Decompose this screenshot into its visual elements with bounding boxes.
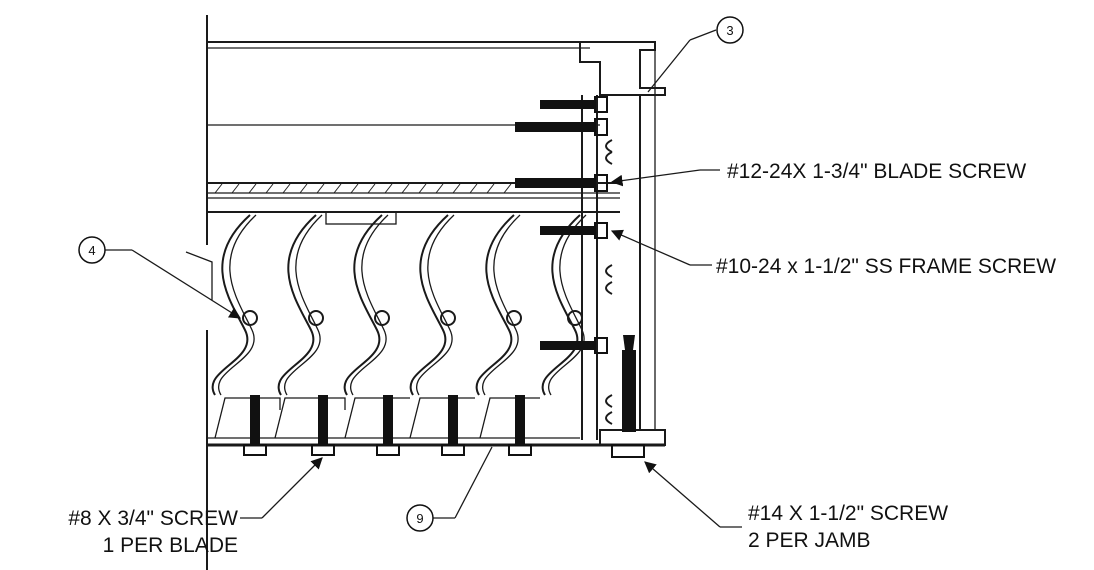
louver-blades [211, 214, 587, 396]
leader-blade-screw [610, 169, 720, 187]
label-small-screw-line1: #8 X 3/4" SCREW [68, 507, 238, 530]
balloon-3: 3 [647, 16, 744, 93]
balloon-9-number: 9 [416, 511, 423, 526]
left-wall [185, 15, 213, 570]
balloon-4-number: 4 [88, 243, 95, 258]
leader-small-screw [240, 457, 323, 519]
balloon-4: 4 [78, 236, 241, 319]
top-channel [207, 41, 655, 225]
channel-hatch [214, 183, 512, 194]
leader-jamb-screw [644, 461, 742, 528]
label-blade-screw: #12-24X 1-3/4" BLADE SCREW [727, 160, 1026, 183]
label-jamb-screw-line1: #14 X 1-1/2" SCREW [748, 502, 948, 525]
horizontal-screws [515, 96, 608, 354]
leader-frame-screw [610, 229, 712, 266]
blade-screws-vertical [243, 395, 532, 456]
frame-jamb [579, 41, 666, 440]
label-frame-screw: #10-24 x 1-1/2" SS FRAME SCREW [716, 255, 1056, 278]
label-jamb-screw-line2: 2 PER JAMB [748, 529, 871, 552]
balloon-3-number: 3 [726, 23, 733, 38]
jamb-screw [611, 335, 645, 458]
label-small-screw-line2: 1 PER BLADE [103, 534, 238, 557]
balloon-9: 9 [406, 446, 493, 532]
